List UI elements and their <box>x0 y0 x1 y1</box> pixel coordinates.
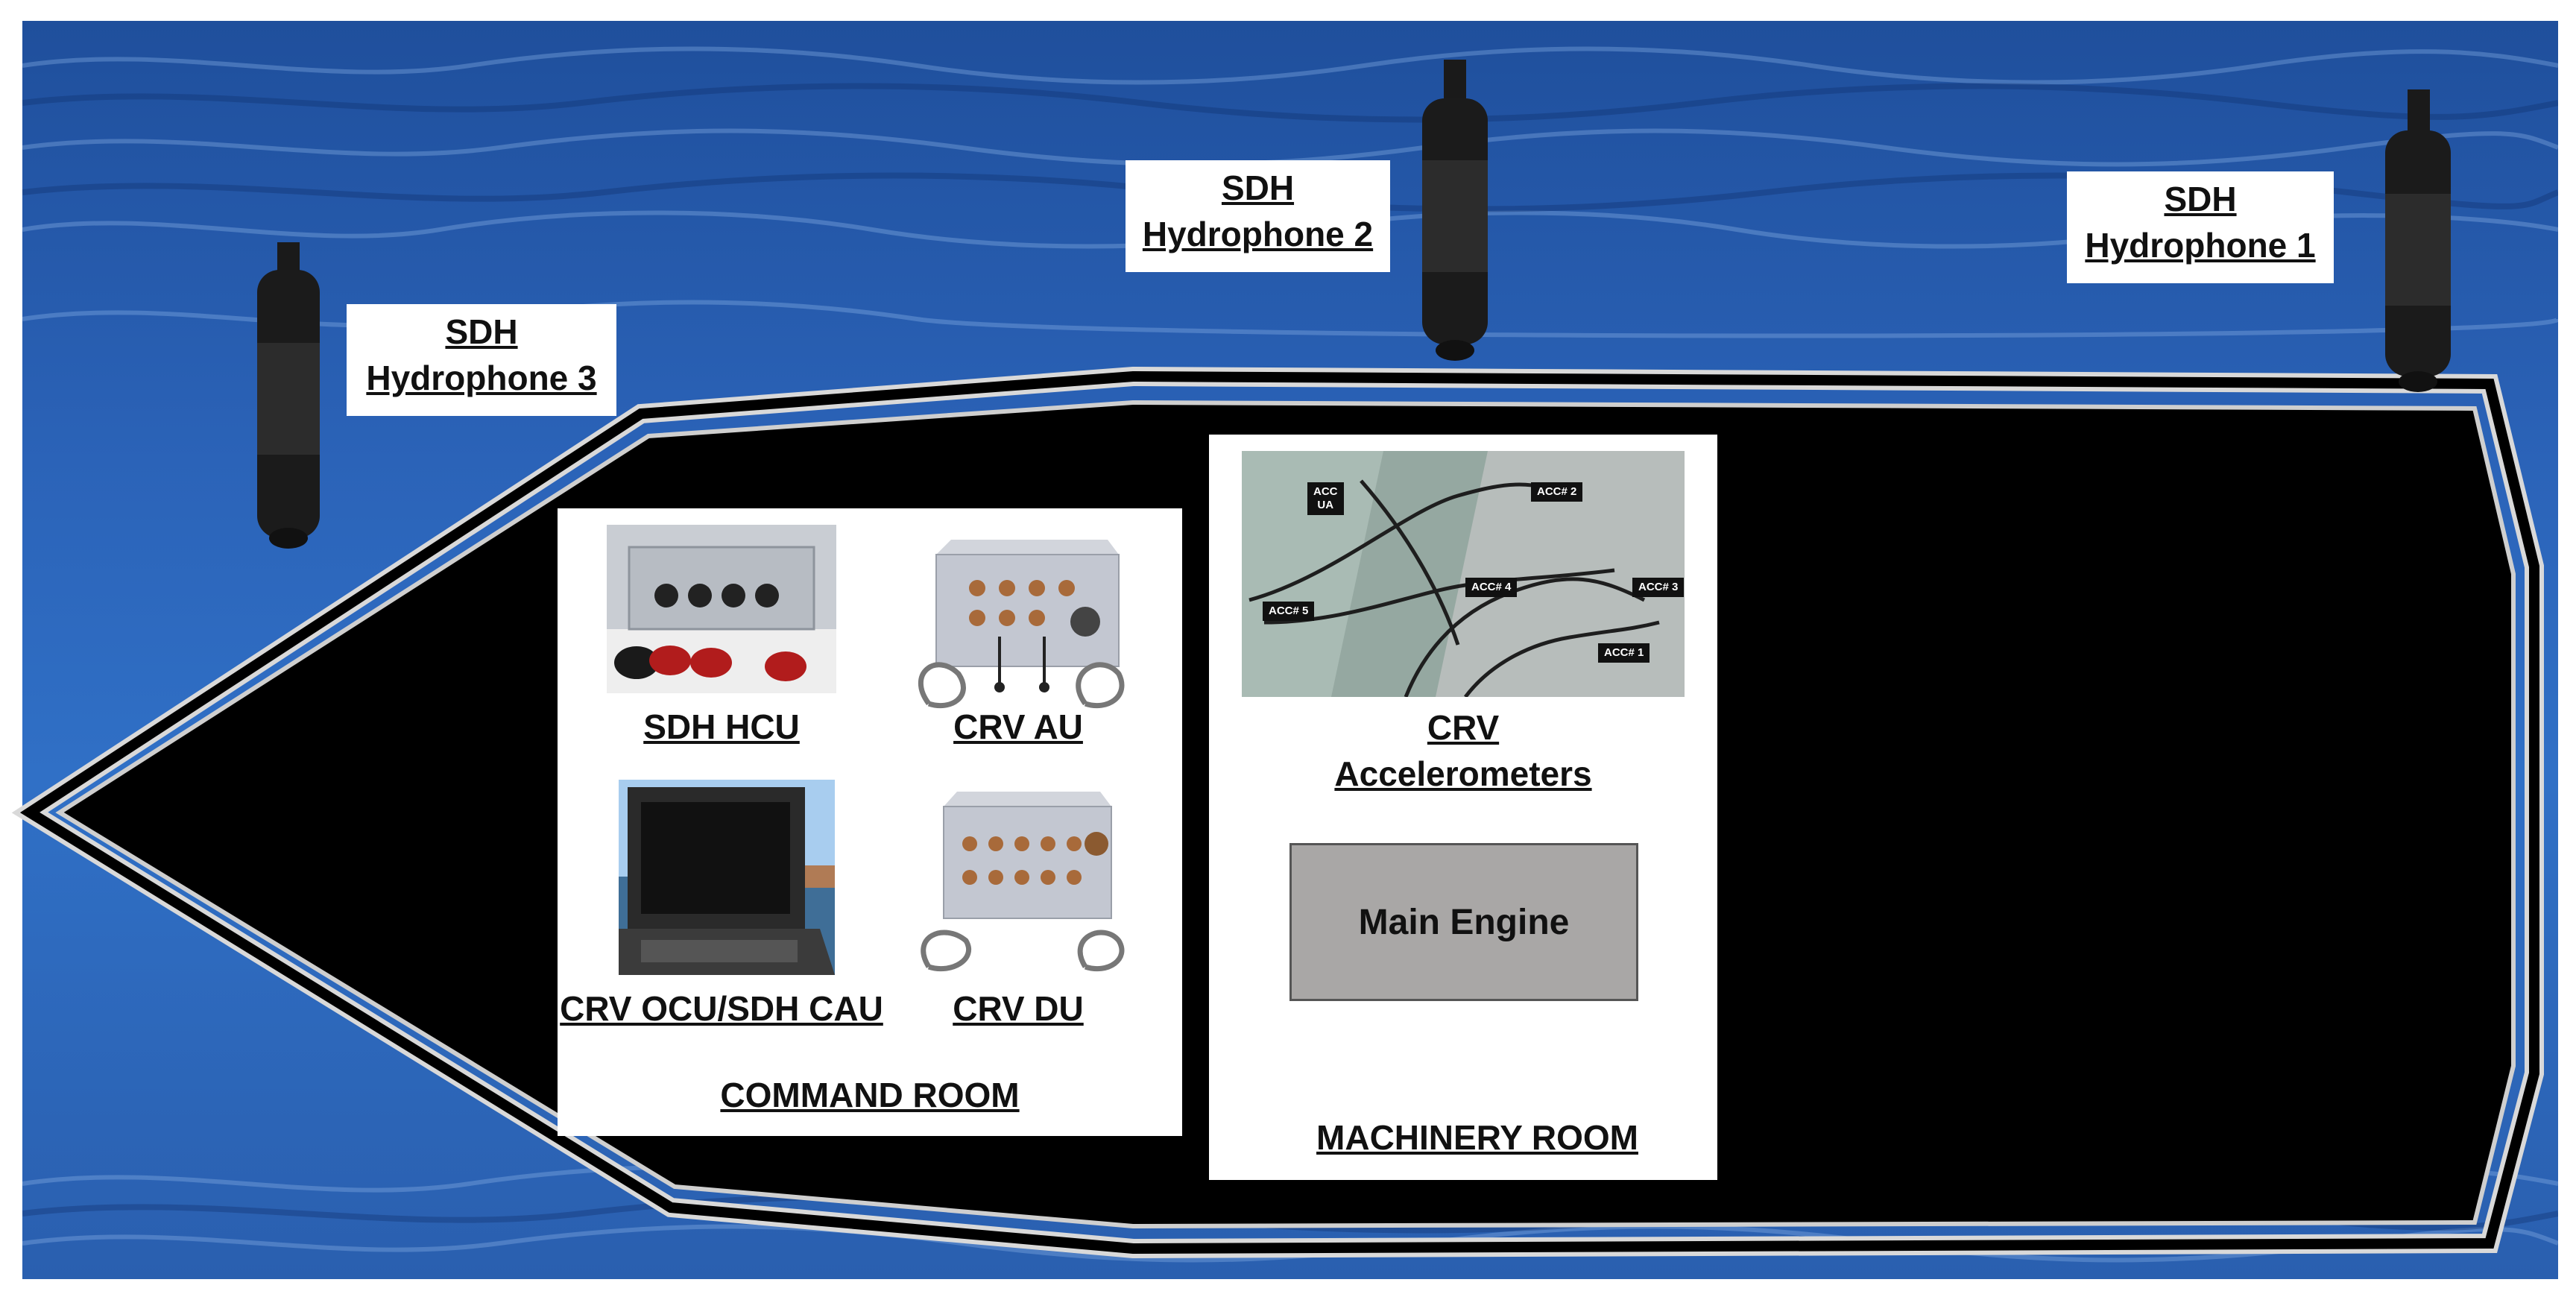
crv-ocu-sdh-cau-photo <box>619 780 835 975</box>
acc-ua-tag-line1: ACC <box>1313 485 1338 498</box>
crv-du-label: CRV DU <box>953 989 1084 1028</box>
main-engine-label: Main Engine <box>1358 902 1570 942</box>
hydrophone-1-title: SDH <box>2164 180 2237 218</box>
crv-au-label: CRV AU <box>953 707 1083 746</box>
acc-ua-tag-line2: UA <box>1317 499 1334 511</box>
machinery-room-label: MACHINERY ROOM <box>1316 1118 1638 1157</box>
acc-3-tag: ACC# 3 <box>1632 578 1685 597</box>
crv-du-photo <box>906 784 1130 979</box>
sdh-hcu-photo <box>607 525 836 693</box>
hydrophone-2-name: Hydrophone 2 <box>1142 215 1374 253</box>
hydrophone-2-label: SDH Hydrophone 2 <box>1126 160 1390 272</box>
crv-accelerometers-title: CRV <box>1427 708 1500 747</box>
hydrophone-2-title: SDH <box>1221 168 1295 207</box>
command-room-panel: SDH HCU CRV AU <box>558 508 1182 1136</box>
main-engine-box: Main Engine <box>1289 843 1638 1001</box>
hydrophone-3-device <box>257 242 320 549</box>
crv-ocu-sdh-cau-label: CRV OCU/SDH CAU <box>560 989 883 1028</box>
hydrophone-2-device <box>1422 60 1488 361</box>
acc-2-tag: ACC# 2 <box>1531 482 1583 502</box>
hydrophone-1-device <box>2385 89 2451 392</box>
command-room-label: COMMAND ROOM <box>720 1076 1020 1114</box>
machinery-room-panel: ACC UA ACC# 2 ACC# 5 ACC# 4 ACC# 3 ACC# … <box>1209 435 1717 1180</box>
acc-1-tag: ACC# 1 <box>1598 643 1650 663</box>
hydrophone-3-name: Hydrophone 3 <box>366 359 597 397</box>
acc-4-tag: ACC# 4 <box>1465 578 1518 597</box>
hydrophone-3-label: SDH Hydrophone 3 <box>347 304 616 416</box>
crv-accelerometers-name: Accelerometers <box>1334 754 1592 793</box>
sdh-hcu-label: SDH HCU <box>643 707 800 746</box>
hydrophone-1-name: Hydrophone 1 <box>2085 226 2316 265</box>
hydrophone-3-title: SDH <box>445 312 518 351</box>
acc-5-tag: ACC# 5 <box>1263 602 1315 621</box>
crv-au-photo <box>906 525 1130 711</box>
crv-accelerometers-photo <box>1242 451 1685 697</box>
acc-ua-tag: ACC UA <box>1307 482 1344 515</box>
hydrophone-1-label: SDH Hydrophone 1 <box>2067 171 2334 283</box>
